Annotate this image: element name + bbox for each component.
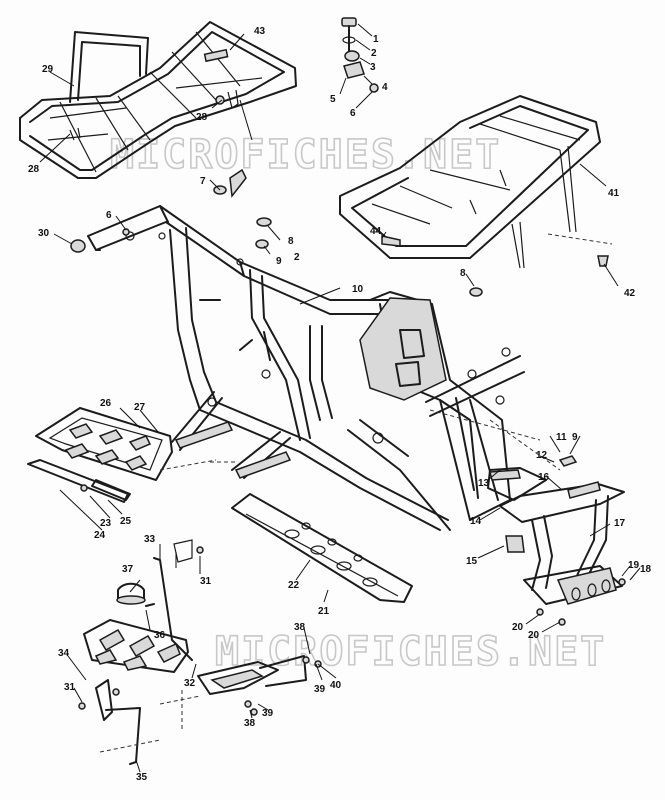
callout-14: 14 bbox=[470, 516, 482, 527]
rear-rack bbox=[19, 21, 297, 179]
callout-21: 21 bbox=[318, 606, 330, 617]
callout-3: 3 bbox=[370, 62, 376, 73]
lower-left-assembly bbox=[78, 459, 322, 765]
callout-33: 33 bbox=[144, 534, 156, 545]
skid-plate bbox=[231, 493, 413, 603]
callout-8: 8 bbox=[460, 268, 466, 279]
frame-footpegs bbox=[174, 421, 292, 479]
callout-2: 2 bbox=[294, 252, 300, 263]
callout-23: 23 bbox=[100, 518, 112, 529]
callout-41: 41 bbox=[608, 188, 620, 199]
callout-37: 37 bbox=[122, 564, 134, 575]
callout-15: 15 bbox=[466, 556, 478, 567]
callout-27: 27 bbox=[134, 402, 146, 413]
callout-36: 36 bbox=[154, 630, 166, 641]
callout-28: 28 bbox=[196, 112, 208, 123]
callout-31: 31 bbox=[200, 576, 212, 587]
callout-6: 6 bbox=[350, 108, 356, 119]
callout-38: 38 bbox=[244, 718, 256, 729]
callout-32: 32 bbox=[184, 678, 196, 689]
watermark-bottom: MICROFICHES.NET bbox=[215, 629, 606, 675]
left-footwell bbox=[27, 407, 173, 503]
callout-42: 42 bbox=[624, 288, 636, 299]
callout-22: 22 bbox=[288, 580, 300, 591]
callout-9: 9 bbox=[276, 256, 282, 267]
callout-39: 39 bbox=[314, 684, 326, 695]
callout-31: 31 bbox=[64, 682, 76, 693]
callout-34: 34 bbox=[58, 648, 70, 659]
front-bumper bbox=[429, 409, 626, 626]
callout-20: 20 bbox=[528, 630, 540, 641]
main-frame bbox=[87, 205, 525, 531]
callout-10: 10 bbox=[352, 284, 364, 295]
callout-35: 35 bbox=[136, 772, 148, 783]
callout-9: 9 bbox=[572, 432, 578, 443]
callout-43: 43 bbox=[254, 26, 266, 37]
leader-lines bbox=[39, 23, 641, 773]
callout-16: 16 bbox=[538, 472, 550, 483]
callout-20: 20 bbox=[512, 622, 524, 633]
callout-6: 6 bbox=[106, 210, 112, 221]
callout-25: 25 bbox=[120, 516, 132, 527]
callout-11: 11 bbox=[556, 432, 567, 443]
callout-1: 1 bbox=[373, 34, 379, 45]
callout-12: 12 bbox=[536, 450, 548, 461]
callout-5: 5 bbox=[330, 94, 336, 105]
callout-29: 29 bbox=[42, 64, 54, 75]
callout-18: 18 bbox=[640, 564, 652, 575]
watermark-top: MICROFICHES.NET bbox=[110, 132, 501, 178]
callout-26: 26 bbox=[100, 398, 112, 409]
callout-19: 19 bbox=[628, 560, 640, 571]
callout-39: 39 bbox=[262, 708, 274, 719]
callout-2: 2 bbox=[371, 48, 377, 59]
callout-4: 4 bbox=[382, 82, 388, 93]
callout-44: 44 bbox=[370, 226, 382, 237]
callout-28: 28 bbox=[28, 164, 40, 175]
callout-13: 13 bbox=[478, 478, 490, 489]
callout-17: 17 bbox=[614, 518, 626, 529]
callout-labels: 1 2 3 4 5 6 6 7 8 8 9 2 10 11 9 12 13 14… bbox=[28, 26, 652, 783]
callout-30: 30 bbox=[38, 228, 50, 239]
front-rack bbox=[339, 95, 613, 269]
callout-38: 38 bbox=[294, 622, 306, 633]
callout-7: 7 bbox=[200, 176, 206, 187]
callout-24: 24 bbox=[94, 530, 106, 541]
callout-40: 40 bbox=[330, 680, 342, 691]
callout-8: 8 bbox=[288, 236, 294, 247]
